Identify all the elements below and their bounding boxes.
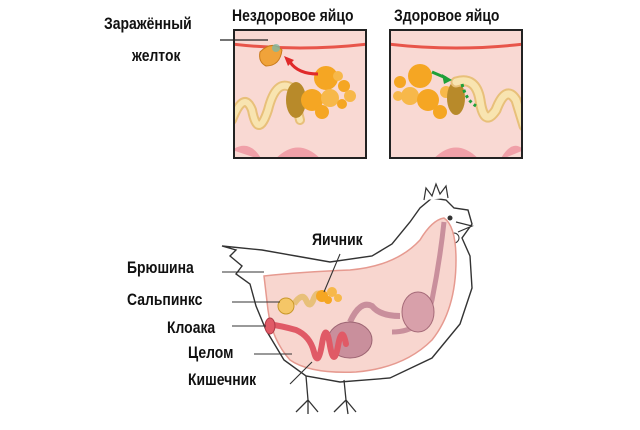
chicken-eye-icon <box>447 215 453 221</box>
intestine-leader <box>289 361 313 385</box>
healthy-egg-panel <box>389 29 523 159</box>
infected-yolk-label-line1: Заражённый <box>104 14 192 33</box>
body-cavity <box>263 217 457 373</box>
intestine-loops <box>265 321 349 362</box>
infected-yolk-label-line2: желток <box>132 46 181 65</box>
peritoneum-label: Брюшина <box>127 258 194 277</box>
cloaca-label: Клоака <box>167 318 216 337</box>
unhealthy-egg-title: Нездоровое яйцо <box>232 6 354 25</box>
unhealthy-egg-panel <box>233 29 367 159</box>
intestine-label: Кишечник <box>188 370 257 389</box>
ovary-leader <box>323 253 341 293</box>
coelom-label: Целом <box>188 343 234 362</box>
chicken-anatomy <box>221 182 474 415</box>
healthy-egg-title: Здоровое яйцо <box>394 6 500 25</box>
ovary-label: Яичник <box>312 230 363 249</box>
salpinx-label: Сальпинкс <box>127 290 203 309</box>
